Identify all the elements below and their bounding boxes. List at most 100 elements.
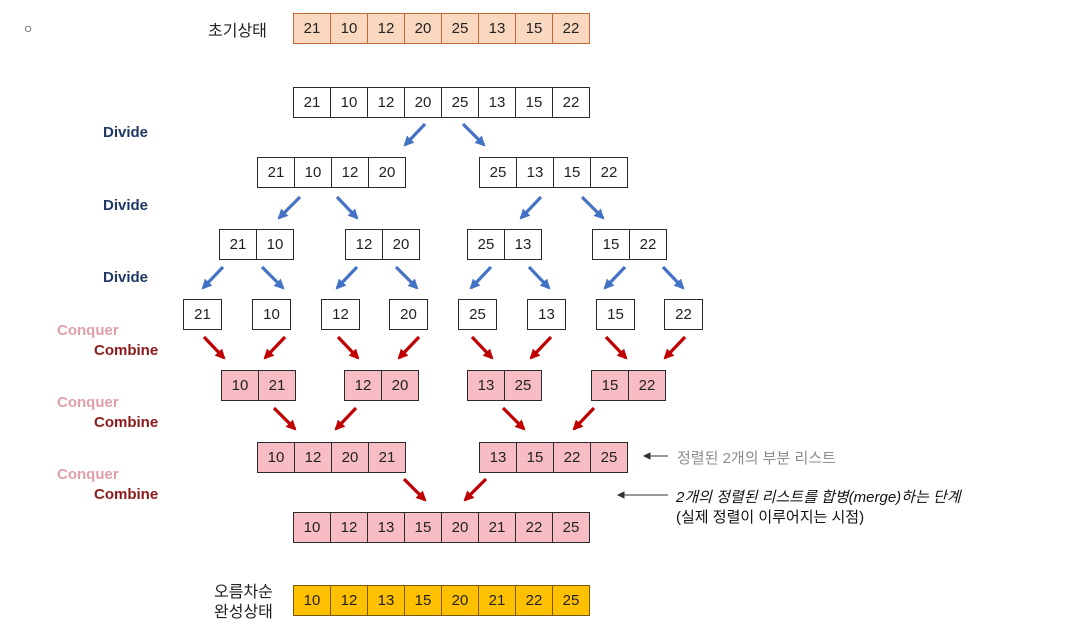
array-cell: 22 <box>664 299 703 330</box>
level2-array-2: 12 20 <box>345 229 420 260</box>
array-cell: 15 <box>404 512 442 543</box>
array-cell: 21 <box>478 585 516 616</box>
combine-arrow <box>397 335 421 360</box>
merge3-array: 10 12 13 15 20 21 22 25 <box>293 512 590 543</box>
array-cell: 15 <box>596 299 635 330</box>
merge1-array-1: 10 21 <box>221 370 296 401</box>
array-cell: 21 <box>368 442 406 473</box>
divide-label-2: Divide <box>103 197 149 214</box>
array-cell: 20 <box>404 87 442 118</box>
array-cell: 22 <box>515 585 553 616</box>
array-cell: 13 <box>504 229 542 260</box>
array-cell: 20 <box>382 229 420 260</box>
array-cell: 20 <box>404 13 442 44</box>
divide-arrow <box>603 265 627 290</box>
divide-arrow <box>461 122 486 147</box>
array-cell: 12 <box>330 512 368 543</box>
array-cell: 20 <box>331 442 369 473</box>
divide-arrow <box>394 265 419 290</box>
array-cell: 15 <box>516 442 554 473</box>
array-cell: 25 <box>458 299 497 330</box>
merge-step-subnote: (실제 정렬이 이루어지는 시점) <box>676 509 865 526</box>
array-cell: 13 <box>467 370 505 401</box>
initial-state-label: 초기상태 <box>208 23 267 40</box>
conquer-label-3: Conquer <box>57 466 119 483</box>
array-cell: 12 <box>331 157 369 188</box>
combine-arrow <box>604 335 628 360</box>
bullet: ○ <box>24 20 33 36</box>
divide-arrow <box>260 265 285 290</box>
array-cell: 12 <box>345 229 383 260</box>
divide-arrow <box>527 265 551 290</box>
divide-arrow <box>335 265 359 290</box>
final-label-line2: 완성상태 <box>214 604 273 621</box>
divide-label-3: Divide <box>103 269 149 286</box>
combine-arrow <box>336 335 360 360</box>
combine-arrow <box>202 335 226 360</box>
array-cell: 21 <box>258 370 296 401</box>
merge2-left-array: 10 12 20 21 <box>257 442 406 473</box>
array-cell: 13 <box>478 13 516 44</box>
combine-arrow <box>463 477 488 502</box>
divide-arrow <box>661 265 685 290</box>
merge1-array-3: 13 25 <box>467 370 542 401</box>
divide-arrow <box>335 195 359 220</box>
combine-arrow <box>470 335 494 360</box>
array-cell: 13 <box>516 157 554 188</box>
array-cell: 25 <box>504 370 542 401</box>
combine-arrow <box>529 335 553 360</box>
final-label-line1: 오름차순 <box>214 584 273 601</box>
divide-arrow <box>403 122 427 147</box>
array-cell: 15 <box>592 229 630 260</box>
array-cell: 10 <box>330 87 368 118</box>
final-array: 10 12 13 15 20 21 22 25 <box>293 585 590 616</box>
array-cell: 21 <box>183 299 222 330</box>
combine-arrow <box>402 477 427 502</box>
level1-right-array: 25 13 15 22 <box>479 157 628 188</box>
divide-arrow <box>201 265 225 290</box>
array-cell: 20 <box>389 299 428 330</box>
array-cell: 10 <box>293 585 331 616</box>
divide-arrow <box>519 195 543 220</box>
level1-left-array: 21 10 12 20 <box>257 157 406 188</box>
array-cell: 21 <box>478 512 516 543</box>
array-cell: 20 <box>441 512 479 543</box>
array-cell: 10 <box>257 442 295 473</box>
combine-arrow <box>663 335 687 360</box>
single-8: 22 <box>664 299 703 330</box>
array-cell: 25 <box>590 442 628 473</box>
array-cell: 10 <box>252 299 291 330</box>
merge1-array-4: 15 22 <box>591 370 666 401</box>
array-cell: 13 <box>527 299 566 330</box>
array-cell: 12 <box>321 299 360 330</box>
level2-array-1: 21 10 <box>219 229 294 260</box>
array-cell: 25 <box>467 229 505 260</box>
array-cell: 22 <box>515 512 553 543</box>
combine-arrow <box>334 406 358 431</box>
array-cell: 20 <box>441 585 479 616</box>
array-cell: 13 <box>367 585 405 616</box>
divide-arrow <box>277 195 302 220</box>
array-cell: 25 <box>479 157 517 188</box>
level2-array-3: 25 13 <box>467 229 542 260</box>
merge-step-note: 2개의 정렬된 리스트를 합병(merge)하는 단계 <box>676 489 961 506</box>
array-cell: 22 <box>629 229 667 260</box>
single-5: 25 <box>458 299 497 330</box>
array-cell: 22 <box>552 13 590 44</box>
single-6: 13 <box>527 299 566 330</box>
conquer-label-2: Conquer <box>57 394 119 411</box>
array-cell: 22 <box>553 442 591 473</box>
array-cell: 20 <box>368 157 406 188</box>
combine-arrow <box>501 406 526 431</box>
array-cell: 10 <box>293 512 331 543</box>
level0-array: 21 10 12 20 25 13 15 22 <box>293 87 590 118</box>
combine-label-2: Combine <box>94 414 159 431</box>
divide-arrow <box>580 195 605 220</box>
single-3: 12 <box>321 299 360 330</box>
array-cell: 10 <box>256 229 294 260</box>
array-cell: 25 <box>441 87 479 118</box>
array-cell: 15 <box>404 585 442 616</box>
combine-label-1: Combine <box>94 342 159 359</box>
array-cell: 10 <box>330 13 368 44</box>
